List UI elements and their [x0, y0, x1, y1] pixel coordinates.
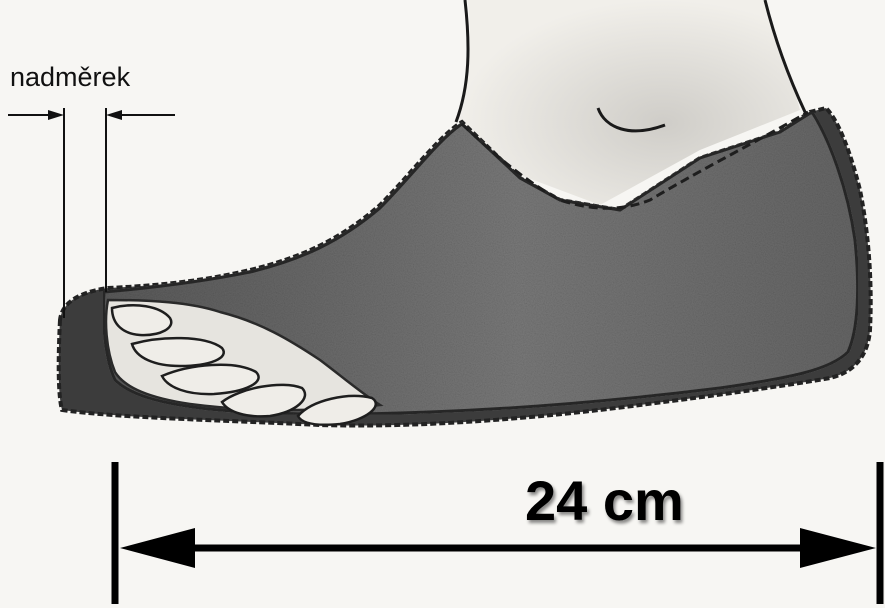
- allowance-arrow-left: [48, 110, 64, 120]
- allowance-label: nadměrek: [10, 62, 130, 93]
- length-arrow-right: [800, 528, 876, 568]
- allowance-arrow-right: [106, 110, 122, 120]
- length-label: 24 cm: [525, 468, 684, 533]
- length-arrow-left: [120, 528, 195, 568]
